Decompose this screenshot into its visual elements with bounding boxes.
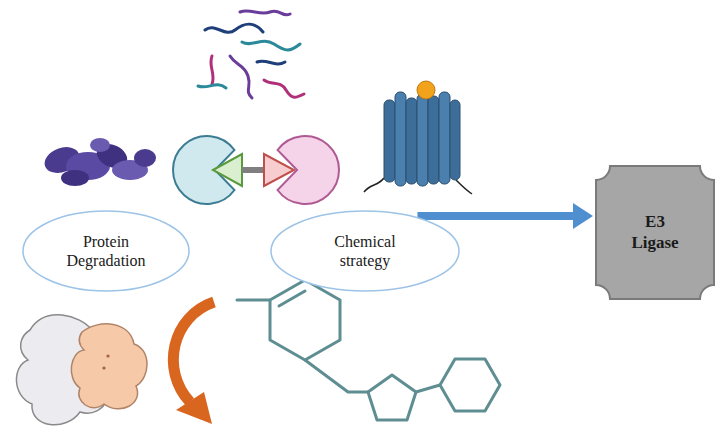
peptide-strand <box>205 24 263 32</box>
peptide-strand <box>264 80 304 97</box>
chemical-structure <box>237 280 500 420</box>
protein-blob <box>41 138 156 186</box>
membrane-receptor <box>364 81 472 194</box>
helix-cylinder <box>428 96 439 184</box>
ligand-ball <box>417 81 435 99</box>
helix-cylinder <box>384 100 395 182</box>
cyclopentane-ring <box>368 375 416 420</box>
methylene-bond <box>305 360 368 392</box>
ellipse-node: Chemical strategy <box>270 210 460 292</box>
peptide-strand <box>198 85 226 88</box>
helix-cylinder <box>406 98 417 184</box>
node-label: Chemical strategy <box>320 232 410 270</box>
node-label: E3 Ligase <box>625 212 685 253</box>
node-outline <box>22 210 190 292</box>
protein-lobe <box>61 170 89 186</box>
peptide-strand <box>240 11 290 15</box>
protein-complex <box>16 315 147 425</box>
curved-arrow-body <box>173 302 214 402</box>
receptor-tail <box>456 180 472 194</box>
warhead-triangle <box>213 154 242 186</box>
flow-arrow <box>417 212 573 220</box>
e3-binder <box>278 136 339 204</box>
plaque-box: E3 Ligase <box>595 165 715 300</box>
peptide-strand <box>257 61 285 64</box>
double-bond <box>279 291 305 306</box>
node-outline <box>270 210 460 292</box>
helix-cylinder <box>439 92 450 184</box>
methyl-bond <box>237 299 270 302</box>
helix-cylinder <box>450 100 460 180</box>
peptide-strand <box>230 56 252 98</box>
protac-molecule <box>173 136 339 204</box>
helix-cylinder <box>417 94 428 186</box>
protein-lobe <box>90 138 110 152</box>
peptide-strand <box>242 41 300 50</box>
curved-arrow <box>173 302 214 424</box>
receptor-tail <box>364 178 384 192</box>
ellipse-outline <box>271 211 459 291</box>
ring-bond <box>416 385 440 392</box>
plaque-outline <box>596 166 714 299</box>
curved-arrow-head <box>176 392 212 424</box>
cyclohexene-ring <box>270 280 340 360</box>
cyclohexane-ring <box>440 359 500 411</box>
node-label: Protein Degradation <box>56 232 156 270</box>
peptide-strands <box>198 11 304 98</box>
helix-cylinder <box>395 92 406 186</box>
ellipse-outline <box>23 211 189 291</box>
peach-protein <box>71 324 147 409</box>
dot <box>106 354 109 357</box>
peptide-strand <box>211 56 213 84</box>
protein-lobe <box>134 149 156 167</box>
linker-bar <box>242 167 264 173</box>
dot <box>102 366 105 369</box>
ellipse-node: Protein Degradation <box>22 210 190 292</box>
